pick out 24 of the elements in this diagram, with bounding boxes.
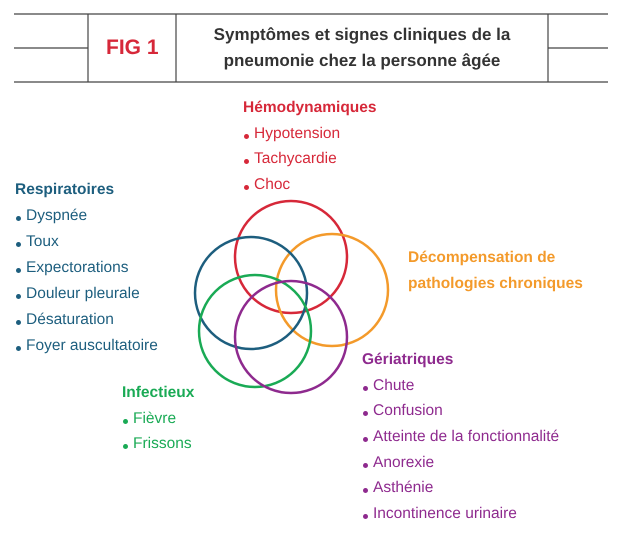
list-item: Frissons [122,434,192,454]
list-item: Toux [15,232,59,252]
group-heading: Respiratoires [15,180,114,200]
list-item: Atteinte de la fonctionnalité [362,427,560,447]
list-item: Asthénie [362,478,434,498]
list-item: Désaturation [15,310,114,330]
list-item: Anorexie [362,453,434,473]
list-item: Hypotension [243,124,340,144]
list-item: Douleur pleurale [15,284,140,304]
list-item: Foyer auscultatoire [15,336,158,356]
list-item: Chute [362,376,414,396]
list-item: Incontinence urinaire [362,504,517,524]
list-item: Confusion [362,401,443,421]
group-heading: Gériatriques [362,350,454,370]
group-heading: Infectieux [122,383,194,403]
list-item: Expectorations [15,258,129,278]
group-heading: Hémodynamiques [243,98,377,118]
list-item: Choc [243,175,290,195]
figure-title: Symptômes et signes cliniques de la pneumonie chez la personne âgée [212,24,512,72]
list-item: Fièvre [122,409,176,429]
list-item: Dyspnée [15,206,88,226]
list-item: Tachycardie [243,149,337,169]
group-heading: Décompensation de pathologies chroniques [408,248,584,294]
figure-number: FIG 1 [106,36,159,60]
